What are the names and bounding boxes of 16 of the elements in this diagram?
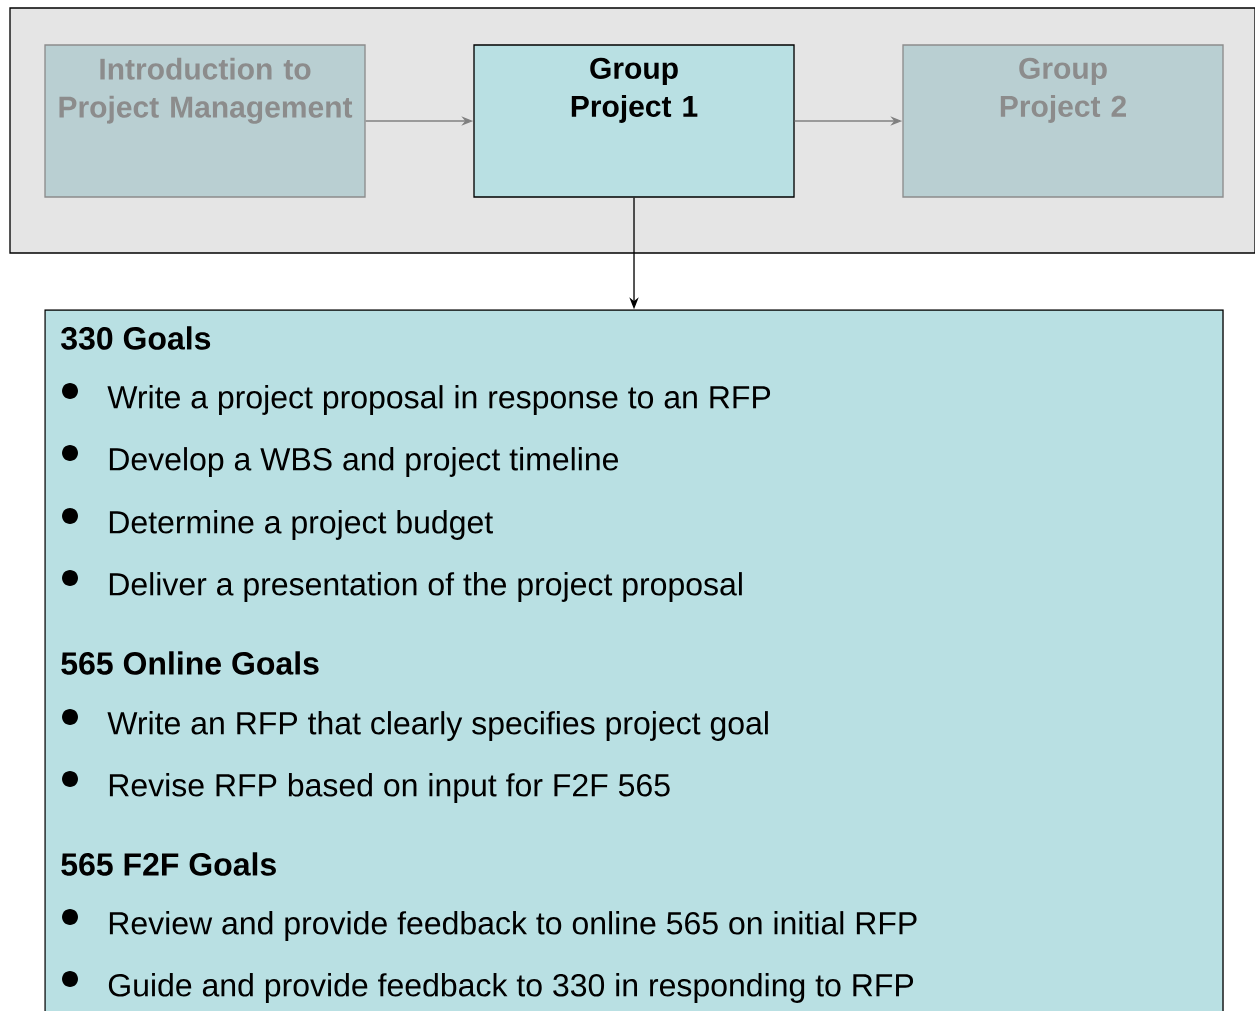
bullet-item: Determine a project budget bbox=[62, 508, 493, 540]
bullet-item: Revise RFP based on input for F2F 565 bbox=[62, 771, 670, 803]
process-box: Group Project 2 bbox=[902, 44, 1224, 198]
section-heading: 565 F2F Goals bbox=[61, 852, 276, 876]
bullet-item: Write an RFP that clearly specifies project goal bbox=[62, 709, 768, 741]
process-box: Introduction to Project Management bbox=[44, 44, 366, 198]
bullet-item: Develop a WBS and project timeline bbox=[62, 445, 618, 477]
bullet-item: Review and provide feedback to online 565 on initial RFP bbox=[62, 909, 917, 941]
bullet-item: Write a project proposal in response to an RFP bbox=[62, 383, 771, 415]
process-box: Group Project 1 bbox=[473, 44, 795, 198]
section-heading: 565 Online Goals bbox=[61, 651, 319, 675]
goals-panel bbox=[44, 309, 1224, 1011]
section-heading: 330 Goals bbox=[61, 326, 211, 350]
bullet-item: Deliver a presentation of the project proposal bbox=[62, 570, 742, 602]
node-label: Determine a project budget bbox=[109, 510, 493, 540]
bullet-item: Guide and provide feedback to 330 in responding to RFP bbox=[62, 971, 914, 1003]
